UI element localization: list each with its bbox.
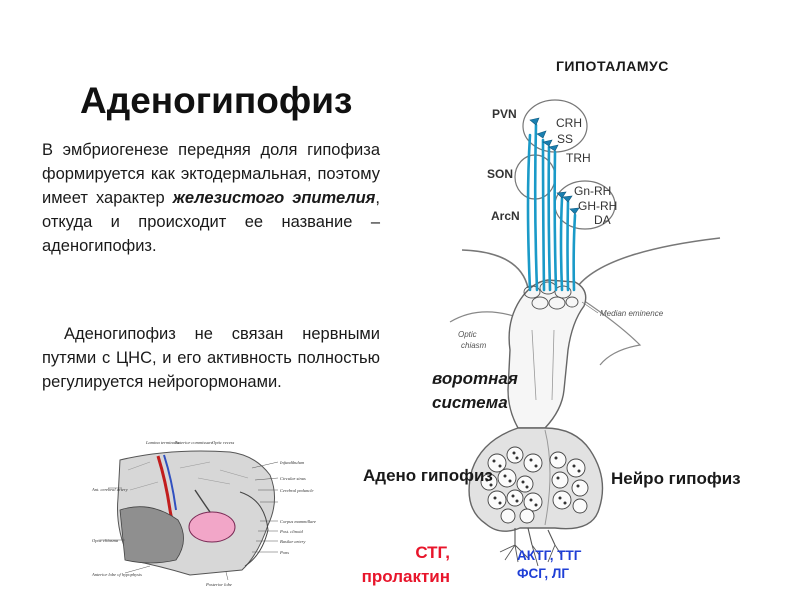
paragraph-regulation: Аденогипофиз не связан нервными путями с… — [42, 325, 380, 391]
atlas-blue-vessel — [163, 454, 177, 511]
gh-prolactin-label: СТГ, пролактин — [361, 543, 450, 586]
atlas-pons — [239, 491, 269, 567]
atlas-label-cerebral-peduncle: Cerebral peduncle — [280, 488, 313, 493]
trh-label: TRH — [566, 151, 591, 165]
hypothalamus-pituitary-diagram: PVN SON ArcN CRH SS TRH Gn-RH GH-RH DA M… — [449, 99, 721, 567]
page-title: Аденогипофиз — [80, 80, 353, 121]
tropic-hormones-line2: ФСГ, ЛГ — [517, 566, 570, 581]
atlas-label-corpus-mammillare: Corpus mammillare — [280, 519, 316, 524]
axon-fibers — [526, 123, 577, 292]
adenohypophysis-cells — [480, 446, 589, 524]
atlas-pituitary — [188, 511, 236, 543]
atlas-label-pons: Pons — [279, 550, 289, 555]
atlas-label-ant-cerebral: Ant. cerebral artery — [91, 487, 128, 492]
stalk-inner-line — [531, 329, 555, 401]
atlas-label-anterior-lobe: Anterior lobe of hypophysis — [91, 572, 142, 577]
neuron-bodies — [529, 117, 580, 215]
efferent-stem — [514, 527, 556, 546]
atlas-label-posterior-lobe: Posterior lobe — [205, 582, 232, 587]
atlas-label-ant-commissure: Anterior commissure — [174, 440, 213, 445]
arcn-label: ArcN — [491, 209, 520, 223]
atlas-label-optic-recess: Optic recess — [212, 440, 234, 445]
median-eminence-pointer — [581, 301, 599, 314]
paragraph1-part2: , откуда и происходит ее название – аден… — [42, 189, 380, 255]
cell-nuclei — [485, 451, 581, 507]
gnrh-label: Gn-RH — [574, 184, 611, 198]
paragraph1-bold: железистого эпителия — [172, 189, 376, 207]
pituitary-lobe-divider — [544, 429, 551, 526]
third-ventricle-outline — [582, 299, 642, 366]
da-label: DA — [594, 213, 611, 227]
pvn-label: PVN — [492, 107, 517, 121]
atlas-stalk — [194, 489, 211, 513]
son-label: SON — [487, 167, 513, 181]
ss-label: SS — [557, 132, 573, 146]
median-eminence-label: Median eminence — [600, 309, 664, 318]
median-eminence-plexus — [523, 281, 579, 310]
ghrh-label: GH-RH — [578, 199, 617, 213]
paragraph-embryogenesis: В эмбриогенезе передняя доля гипофиза фо… — [42, 138, 380, 258]
atlas-label-post-clinoid: Post. clinoid — [279, 529, 303, 534]
tropic-hormones-line1: АКТГ, ТТГ — [517, 548, 582, 563]
adenohypophysis-label: Адено гипофиз — [363, 466, 493, 485]
atlas-label-lamina: Lamina terminalis — [145, 440, 179, 445]
atlas-dark-region — [119, 506, 184, 564]
brain-outline-left — [461, 249, 529, 289]
efferent-branches — [499, 544, 563, 567]
infundibular-stalk — [507, 279, 587, 429]
portal-system-label: воротная система — [432, 369, 518, 412]
tropic-hormones-label: АКТГ, ТТГ ФСГ, ЛГ — [517, 547, 581, 583]
atlas-label-basilar: Basilar artery — [280, 539, 305, 544]
atlas-label-optic-chiasma: Optic chiasma — [92, 538, 119, 543]
brain-outline-right — [574, 237, 721, 291]
optic-chiasm-label-1: Optic — [458, 330, 477, 339]
atlas-label-circular-sinus: Circular sinus — [280, 476, 306, 481]
atlas-texture — [127, 461, 249, 491]
neurohypophysis-label: Нейро гипофиз — [611, 469, 741, 488]
hypothalamus-header: ГИПОТАЛАМУС — [556, 58, 669, 74]
paragraph1-part1: В эмбриогенезе передняя доля гипофиза фо… — [42, 141, 380, 207]
optic-chiasm-label-2: chiasm — [461, 341, 487, 350]
anatomy-atlas-inset: Lamina terminalis Anterior commissure Op… — [91, 440, 316, 587]
crh-label: CRH — [556, 116, 582, 130]
atlas-label-infundibulum: Infundibulum — [279, 460, 305, 465]
atlas-leader-lines — [100, 461, 279, 581]
